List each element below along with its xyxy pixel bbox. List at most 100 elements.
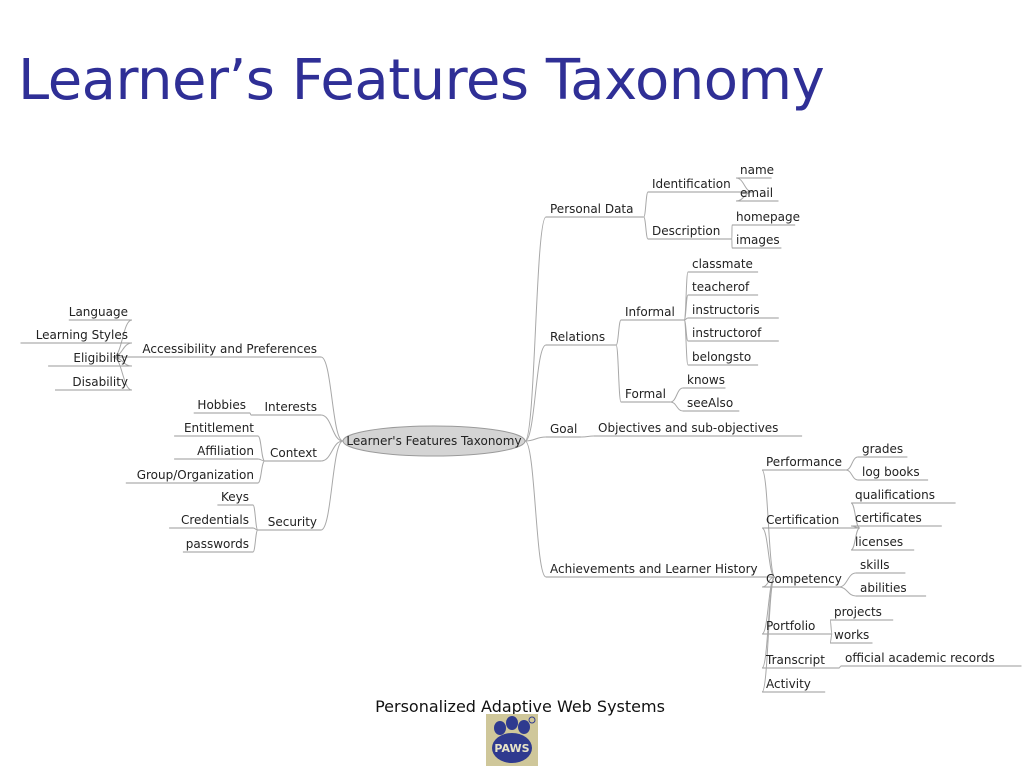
node-personal-data: Personal Data (550, 202, 633, 216)
connector-line (249, 412, 252, 416)
connector-line (761, 469, 776, 578)
connector-line (735, 177, 753, 193)
node-homepage: homepage (736, 210, 800, 224)
connector-line (524, 440, 547, 578)
root-node (342, 425, 526, 457)
node-belongsto: belongsto (692, 350, 751, 364)
connector-line (838, 572, 857, 588)
node-knows: knows (687, 373, 725, 387)
node-credentials: Credentials (181, 513, 249, 527)
connector-line (838, 665, 842, 669)
connector-line (320, 414, 344, 442)
connector-line (112, 342, 133, 358)
node-keys: Keys (221, 490, 249, 504)
connector-line (670, 401, 684, 412)
node-accessibility-and-preferences: Accessibility and Preferences (142, 342, 317, 356)
node-certificates: certificates (855, 511, 922, 525)
svg-text:PAWS: PAWS (494, 742, 529, 755)
node-email: email (740, 186, 773, 200)
connector-line (112, 319, 133, 358)
connector-line (320, 440, 344, 462)
node-portfolio: Portfolio (766, 619, 815, 633)
node-transcript: Transcript (765, 653, 825, 667)
node-licenses: licenses (855, 535, 903, 549)
node-name: name (740, 163, 774, 177)
node-objectives-and-sub-objectives: Objectives and sub-objectives (598, 421, 778, 435)
node-language: Language (69, 305, 128, 319)
connector-line (761, 527, 776, 578)
connector-line (845, 456, 859, 471)
node-eligibility: Eligibility (73, 351, 128, 365)
node-images: images (736, 233, 780, 247)
connector-line (257, 460, 266, 484)
connector-line (761, 576, 776, 693)
connector-line (615, 344, 622, 403)
node-seealso: seeAlso (687, 396, 733, 410)
node-interests: Interests (265, 400, 318, 414)
connector-line (829, 619, 833, 635)
connector-line (850, 527, 860, 551)
root-node-label: Learner's Features Taxonomy (346, 434, 521, 448)
node-competency: Competency (766, 572, 842, 586)
node-security: Security (268, 515, 317, 529)
connector-line (524, 216, 547, 442)
connector-line (643, 191, 649, 218)
node-hobbies: Hobbies (197, 398, 246, 412)
node-qualifications: qualifications (855, 488, 935, 502)
paws-logo: PAWS (486, 714, 538, 766)
node-learning-styles: Learning Styles (36, 328, 128, 342)
connector-line (829, 633, 833, 644)
node-passwords: passwords (186, 537, 249, 551)
node-official-academic-records: official academic records (845, 651, 995, 665)
connector-line (112, 356, 133, 391)
node-instructoris: instructoris (692, 303, 760, 317)
connector-line (524, 436, 547, 442)
node-instructorof: instructorof (692, 326, 762, 340)
connector-lines (20, 177, 1022, 693)
connector-line (581, 435, 595, 438)
node-projects: projects (834, 605, 882, 619)
node-achievements-and-learner-history: Achievements and Learner History (550, 562, 758, 576)
footer-text: Personalized Adaptive Web Systems (375, 697, 665, 716)
connector-line (320, 356, 344, 442)
node-activity: Activity (766, 677, 811, 691)
node-affiliation: Affiliation (197, 444, 254, 458)
connector-line (735, 191, 753, 202)
node-classmate: classmate (692, 257, 753, 271)
node-disability: Disability (72, 375, 128, 389)
node-formal: Formal (625, 387, 666, 401)
node-performance: Performance (766, 455, 842, 469)
connector-line (524, 344, 547, 442)
connector-line (845, 469, 859, 481)
node-context: Context (270, 446, 317, 460)
node-informal: Informal (625, 305, 675, 319)
slide-title: Learner’s Features Taxonomy (18, 48, 825, 113)
connector-line (257, 435, 266, 462)
connector-line (252, 529, 259, 553)
connector-line (615, 319, 622, 346)
node-teacherof: teacherof (692, 280, 750, 294)
node-log-books: log books (862, 465, 920, 479)
node-works: works (834, 628, 869, 642)
node-certification: Certification (766, 513, 839, 527)
connector-line (320, 440, 344, 531)
connector-line (643, 216, 649, 240)
node-relations: Relations (550, 330, 605, 344)
connector-line (761, 576, 775, 588)
node-group-organization: Group/Organization (137, 468, 254, 482)
connector-line (683, 294, 689, 321)
node-identification: Identification (652, 177, 731, 191)
connector-line (850, 502, 860, 529)
node-goal: Goal (550, 422, 577, 436)
node-labels: Learner's Features Taxonomy Personal Data… (36, 163, 995, 691)
connector-line (670, 387, 684, 403)
connector-line (252, 504, 259, 531)
connector-line (683, 319, 689, 366)
node-skills: skills (860, 558, 889, 572)
node-grades: grades (862, 442, 903, 456)
node-entitlement: Entitlement (184, 421, 254, 435)
node-abilities: abilities (860, 581, 907, 595)
connector-line (838, 586, 857, 597)
node-description: Description (652, 224, 720, 238)
